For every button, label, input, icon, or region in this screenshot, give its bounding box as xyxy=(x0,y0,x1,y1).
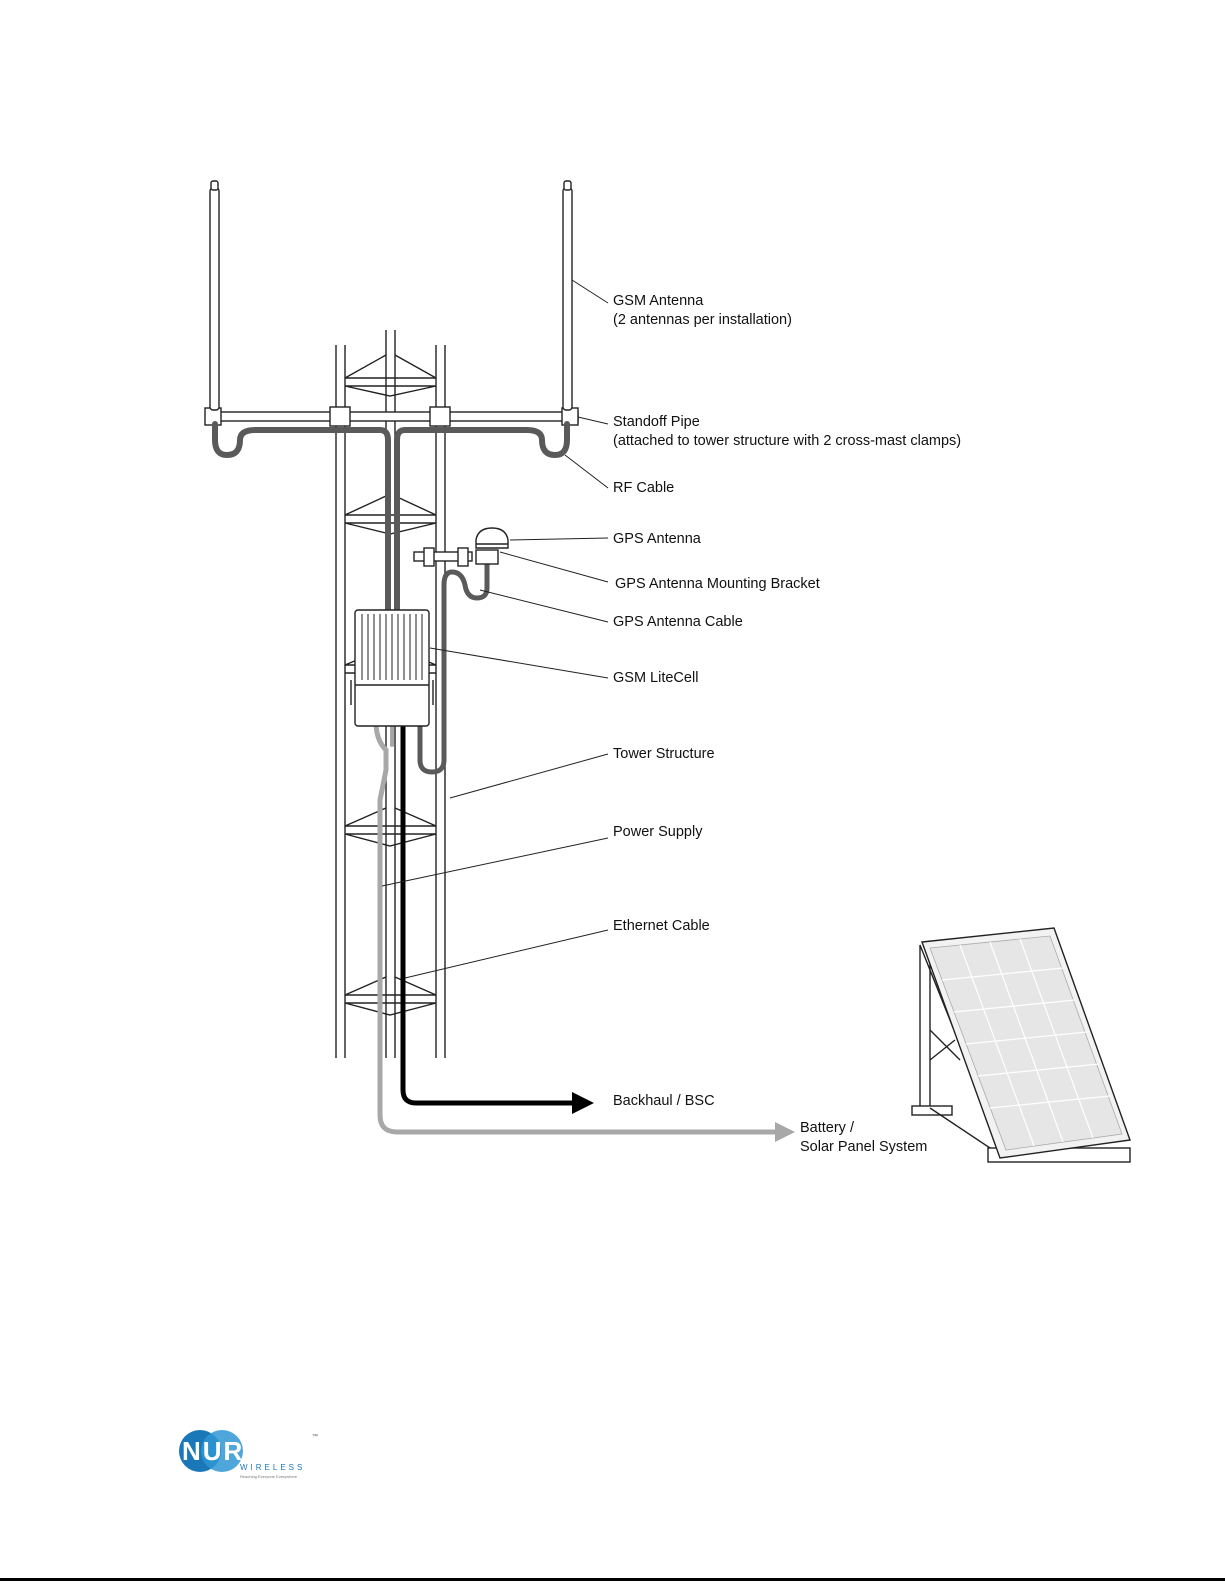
label-ethernet-cable: Ethernet Cable xyxy=(613,918,710,934)
standoff-pipe-title: Standoff Pipe xyxy=(613,414,700,430)
power-supply-cable xyxy=(373,719,795,1142)
gsm-antenna-title: GSM Antenna xyxy=(613,293,704,309)
ethernet-cable xyxy=(400,719,594,1114)
gsm-antenna-note: (2 antennas per installation) xyxy=(613,312,792,328)
logo-tagline: Reaching Everyone Everywhere xyxy=(240,1474,298,1479)
standoff-pipe-note: (attached to tower structure with 2 cros… xyxy=(613,433,962,449)
label-gps-bracket: GPS Antenna Mounting Bracket xyxy=(615,576,820,592)
gps-antenna-mounting-bracket xyxy=(413,547,499,567)
label-gps-antenna: GPS Antenna xyxy=(613,531,701,547)
logo-sub: WIRELESS xyxy=(240,1463,305,1472)
logo-brand: NURAN xyxy=(182,1436,286,1466)
label-gps-cable: GPS Antenna Cable xyxy=(613,614,743,630)
label-battery: Battery / Solar Panel System xyxy=(800,1119,927,1157)
standoff-pipe xyxy=(204,406,579,427)
label-gsm-litecell: GSM LiteCell xyxy=(613,670,699,686)
logo-circle-right xyxy=(201,1430,243,1472)
label-power-supply: Power Supply xyxy=(613,824,703,840)
logo-tm: ™ xyxy=(312,1433,318,1440)
gps-antenna-cable xyxy=(417,559,490,775)
nuran-wireless-logo: NURAN ™ WIRELESS Reaching Everyone Every… xyxy=(179,1430,318,1479)
label-gsm-antenna: GSM Antenna (2 antennas per installation… xyxy=(613,292,792,330)
battery-line-2: Solar Panel System xyxy=(800,1139,928,1155)
label-standoff-pipe: Standoff Pipe (attached to tower structu… xyxy=(613,413,961,451)
solar-panel-system xyxy=(911,927,1131,1163)
gps-antenna xyxy=(475,527,509,549)
label-rf-cable: RF Cable xyxy=(613,480,675,496)
gsm-antenna-left xyxy=(209,180,220,411)
label-tower-structure: Tower Structure xyxy=(613,746,715,762)
gsm-antenna-right xyxy=(562,180,573,411)
gsm-litecell xyxy=(350,609,434,727)
label-backhaul: Backhaul / BSC xyxy=(613,1093,715,1109)
rf-cable xyxy=(212,421,570,615)
battery-line-1: Battery / xyxy=(800,1120,854,1136)
callout-leaders xyxy=(381,279,609,979)
bottom-rule xyxy=(0,1578,1225,1581)
